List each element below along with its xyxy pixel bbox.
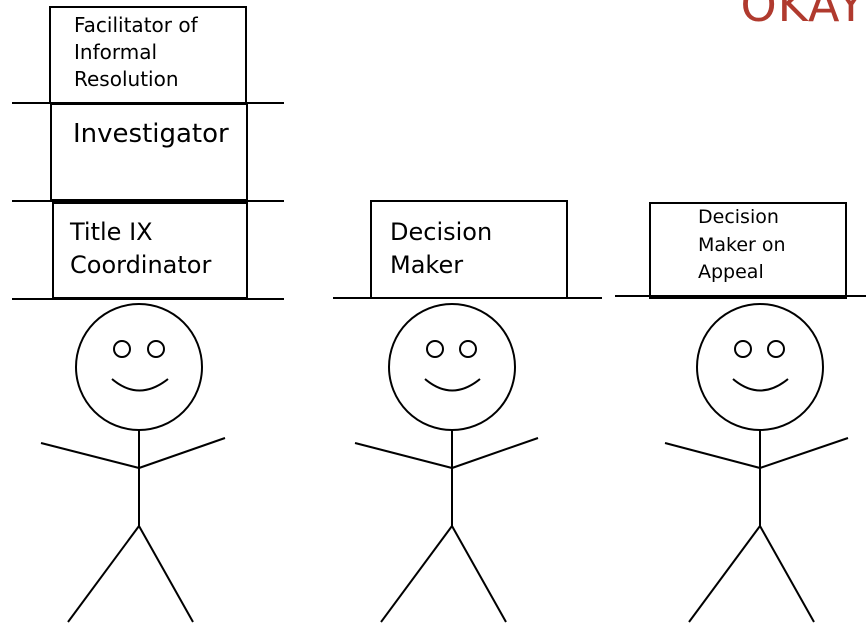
figure-2-left-arm (354, 442, 453, 469)
okay-stamp: OKAY (740, 0, 866, 32)
figure-2-smile (424, 378, 481, 392)
figure-2-right-eye (459, 340, 477, 358)
figure-3-head (696, 303, 824, 431)
figure-3 (615, 202, 866, 623)
hat-appeal-box (649, 202, 847, 299)
figure-1-left-arm (40, 442, 140, 469)
figure-2-head (388, 303, 516, 431)
figure-1-smile (111, 378, 169, 392)
figure-1-right-eye (147, 340, 165, 358)
figure-2 (333, 200, 602, 623)
figure-2-right-leg (451, 525, 507, 623)
figure-2-right-arm (451, 437, 539, 469)
hat-label-facilitator: Facilitator of Informal Resolution (74, 13, 198, 91)
figure-3-smile (732, 378, 789, 392)
figure-3-left-arm (664, 442, 761, 469)
figure-3-right-eye (767, 340, 785, 358)
hat-label-decision-maker: Decision Maker (390, 218, 493, 279)
figure-1-right-leg (138, 525, 194, 623)
figure-3-right-arm (759, 437, 849, 469)
figure-2-left-eye (426, 340, 444, 358)
figure-3-left-eye (734, 340, 752, 358)
figure-1-right-arm (138, 437, 226, 469)
hat-label-appeal: Decision Maker on Appeal (698, 206, 786, 284)
figure-3-left-leg (688, 525, 761, 623)
figure-2-left-leg (380, 525, 453, 623)
figure-1-head (75, 303, 203, 431)
figure-1 (12, 6, 284, 623)
figure-3-right-leg (759, 525, 815, 623)
hat-label-investigator: Investigator (73, 119, 229, 149)
figure-1-left-leg (67, 525, 140, 623)
hat-label-coordinator: Title IX Coordinator (70, 218, 212, 279)
figure-1-left-eye (113, 340, 131, 358)
